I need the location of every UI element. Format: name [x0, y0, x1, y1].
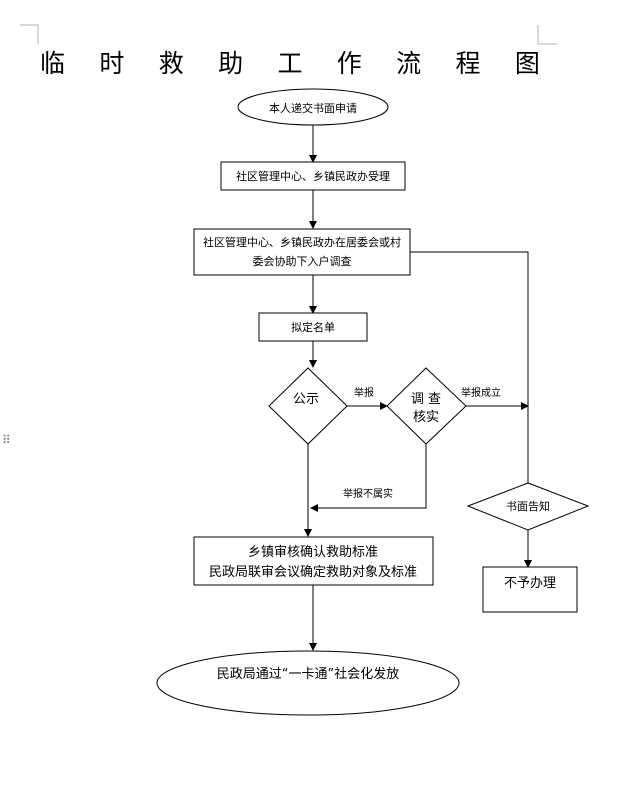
- title-char: 图: [514, 49, 540, 78]
- drag-handle-icon[interactable]: ⠿: [2, 433, 11, 447]
- node-start: [237, 88, 389, 126]
- node-verify-label-2: 核实: [413, 410, 439, 425]
- node-verify-label-1: 调 查: [411, 392, 441, 407]
- edge-verify-to-review: [310, 444, 427, 512]
- node-notify-label: 书面告知: [506, 499, 550, 513]
- edge-survey-to-notify: [410, 251, 529, 483]
- node-publicity-label: 公示: [293, 392, 319, 407]
- node-notify: [466, 482, 590, 531]
- node-distribute: [156, 650, 460, 716]
- title-char: 时: [99, 49, 125, 78]
- title-char: 流: [396, 49, 422, 78]
- node-start-label: 本人递交书面申请: [269, 101, 357, 115]
- node-accept-label: 社区管理中心、乡镇民政办受理: [236, 169, 390, 183]
- edge-label-report-valid: 举报成立: [461, 386, 501, 399]
- title-char: 救: [158, 49, 184, 78]
- node-survey-label-2: 委会协助下入户调查: [253, 254, 352, 268]
- node-publicity: [268, 367, 348, 445]
- node-verify: [386, 367, 467, 445]
- title-char: 临: [40, 49, 66, 78]
- edge-label-report-invalid: 举报不属实: [343, 487, 393, 500]
- title-char: 程: [455, 49, 481, 78]
- node-draft-list: [258, 312, 368, 342]
- node-review: [193, 536, 434, 586]
- node-survey-label-1: 社区管理中心、乡镇民政办在居委会或村: [203, 235, 401, 249]
- edge-label-report: 举报: [354, 386, 374, 399]
- node-distribute-label: 民政局通过“一卡通”社会化发放: [217, 666, 399, 682]
- node-review-label-1: 乡镇审核确认救助标准: [248, 544, 378, 560]
- node-survey: [193, 228, 411, 276]
- title-char: 工: [277, 49, 303, 78]
- node-accept: [220, 161, 406, 191]
- node-reject-label: 不予办理: [504, 576, 556, 591]
- title-char: 助: [218, 49, 244, 78]
- node-draft-list-label: 拟定名单: [291, 320, 335, 334]
- page-title: 临 时 救 助 工 作 流 程 图: [40, 44, 540, 80]
- node-reject: [482, 566, 578, 613]
- node-review-label-2: 民政局联审会议确定救助对象及标准: [209, 564, 417, 580]
- title-char: 作: [336, 49, 362, 78]
